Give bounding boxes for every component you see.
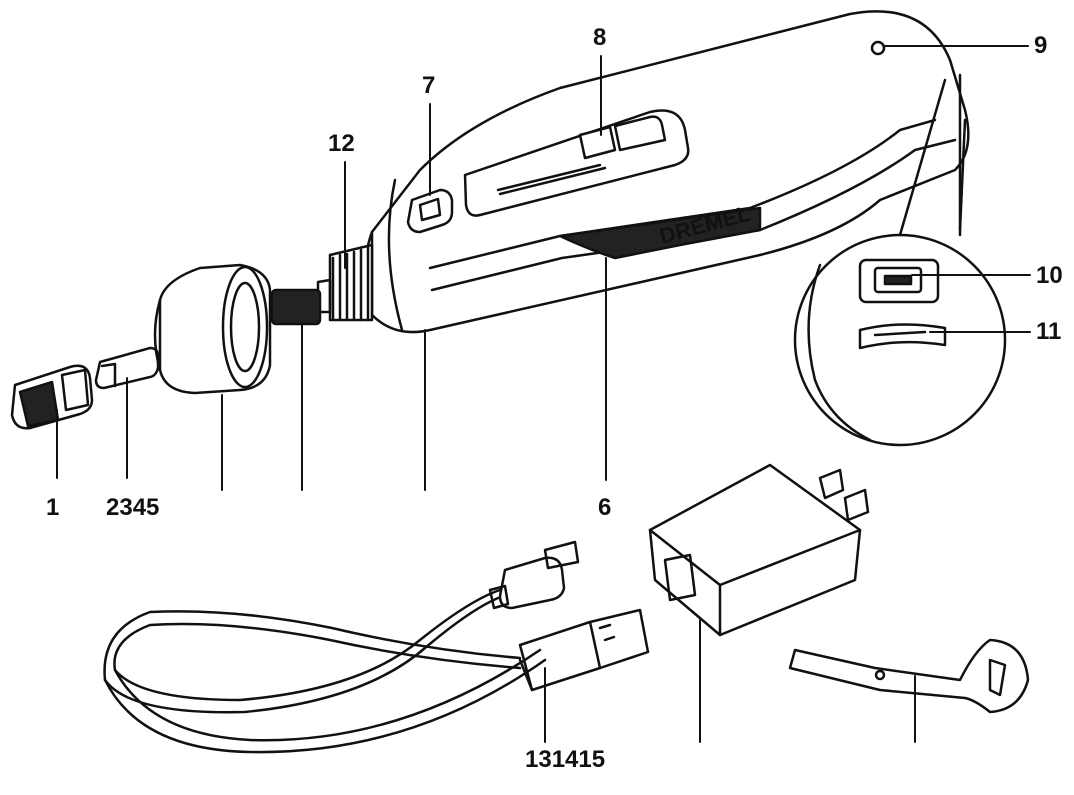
callout-10: 10 <box>1036 262 1063 289</box>
spindle <box>270 243 374 326</box>
callout-131415: 131415 <box>525 746 606 773</box>
detail-magnifier <box>793 73 1007 447</box>
collet <box>94 346 160 390</box>
wall-charger <box>648 463 870 637</box>
brand-label: DREMEL <box>657 201 753 249</box>
collet-nut <box>10 364 94 430</box>
power-button <box>406 188 454 234</box>
callout-9: 9 <box>1034 32 1048 59</box>
callout-11: 11 <box>1036 318 1062 345</box>
callout-1: 1 <box>46 494 60 521</box>
tool-body <box>363 10 970 334</box>
slide-switch <box>463 109 690 217</box>
leader-lines <box>56 45 1031 743</box>
wrench <box>788 638 1030 714</box>
callout-12: 12 <box>328 130 355 157</box>
callout-7: 7 <box>422 72 436 99</box>
led-indicator <box>870 40 886 56</box>
nose-cap <box>153 263 272 395</box>
callout-8: 8 <box>593 24 607 51</box>
usb-cable <box>103 540 650 754</box>
callout-2345: 2345 <box>106 494 160 521</box>
callout-6: 6 <box>598 494 612 521</box>
